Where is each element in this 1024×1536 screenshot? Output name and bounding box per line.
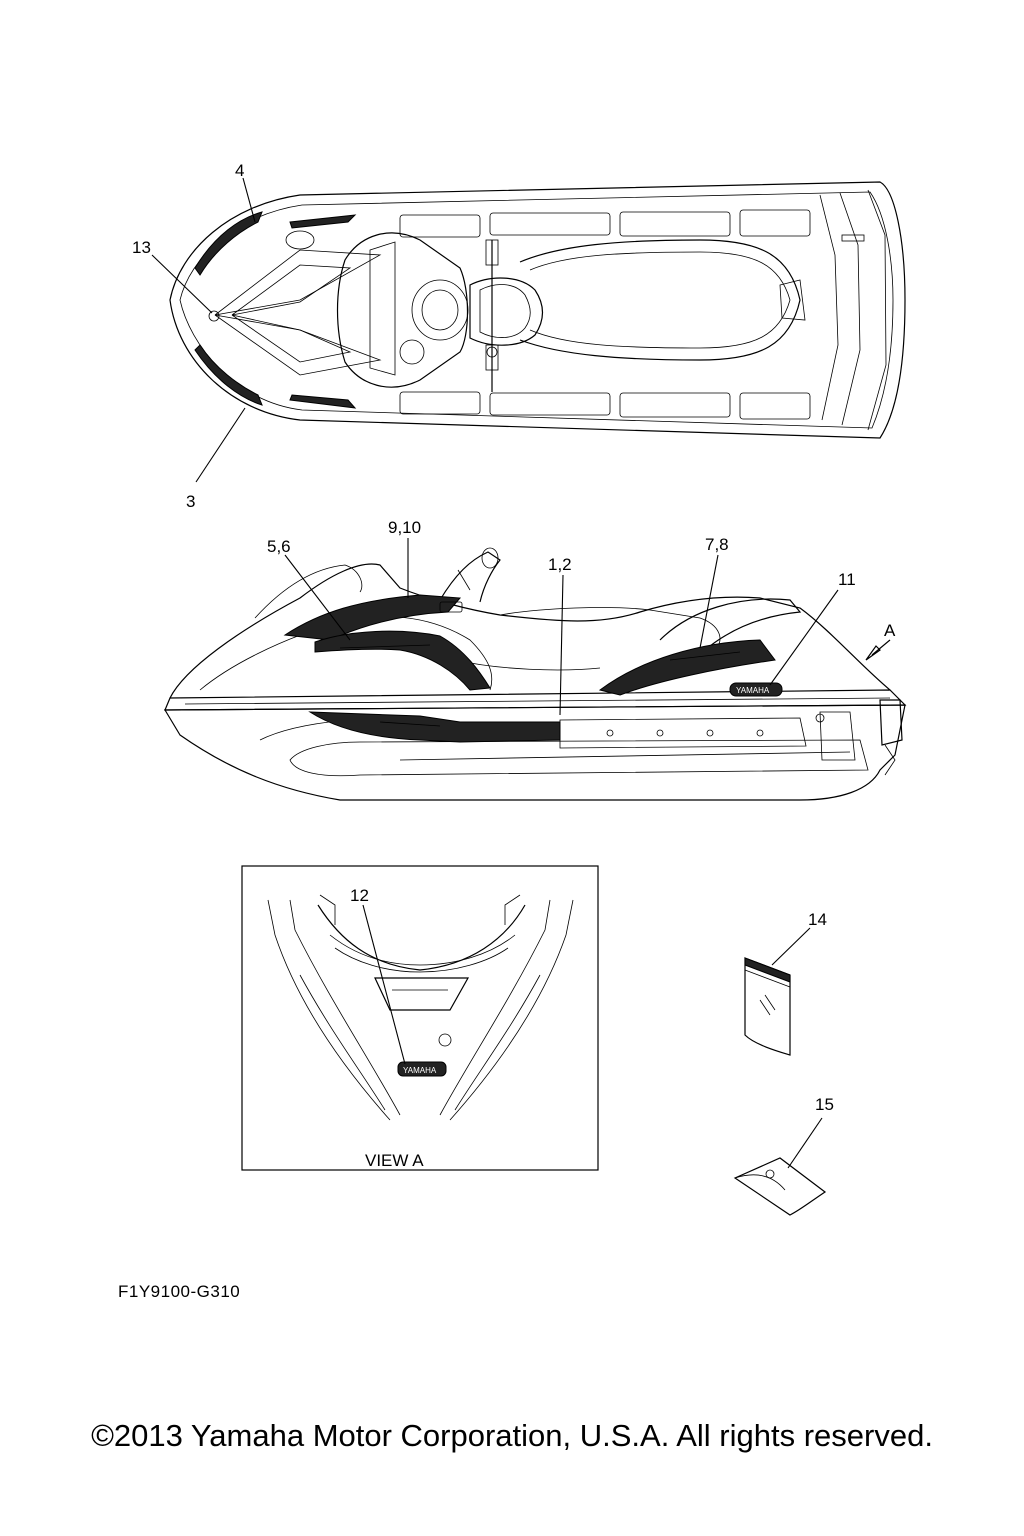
callout-9-10: 9,10 — [388, 518, 421, 537]
part-code: F1Y9100-G310 — [118, 1282, 241, 1301]
callout-12: 12 — [350, 886, 369, 905]
callout-13: 13 — [132, 238, 151, 257]
copyright-notice: ©2013 Yamaha Motor Corporation, U.S.A. A… — [91, 1418, 933, 1453]
leader-12 — [362, 904, 406, 1065]
view-a-panel: YAMAHA — [241, 865, 599, 1171]
callout-7-8: 7,8 — [705, 535, 729, 554]
leader-15 — [787, 1117, 823, 1169]
leader-7-8 — [699, 554, 719, 649]
leader-5-6 — [284, 554, 351, 641]
view-a-label: VIEW A — [365, 1151, 424, 1170]
badge-12-text: YAMAHA — [403, 1066, 437, 1075]
view-a-arrow — [865, 639, 891, 661]
leader-1-2 — [559, 574, 564, 716]
part-14-pouch — [744, 957, 791, 1056]
leader-13 — [151, 254, 213, 314]
callout-5-6: 5,6 — [267, 537, 291, 556]
top-view-watercraft — [169, 181, 906, 439]
side-view-watercraft: YAMAHA — [163, 547, 907, 801]
callout-4: 4 — [235, 161, 244, 180]
callout-3: 3 — [186, 492, 195, 511]
leader-11 — [769, 589, 839, 686]
leader-14 — [771, 927, 811, 966]
leader-3 — [195, 407, 246, 483]
badge-11-text: YAMAHA — [736, 686, 770, 695]
callout-11: 11 — [838, 570, 856, 589]
leader-4 — [242, 177, 256, 223]
callout-a: A — [884, 621, 896, 640]
callout-1-2: 1,2 — [548, 555, 572, 574]
callout-14: 14 — [808, 910, 827, 929]
part-15-bag — [733, 1157, 827, 1216]
callout-15: 15 — [815, 1095, 834, 1114]
